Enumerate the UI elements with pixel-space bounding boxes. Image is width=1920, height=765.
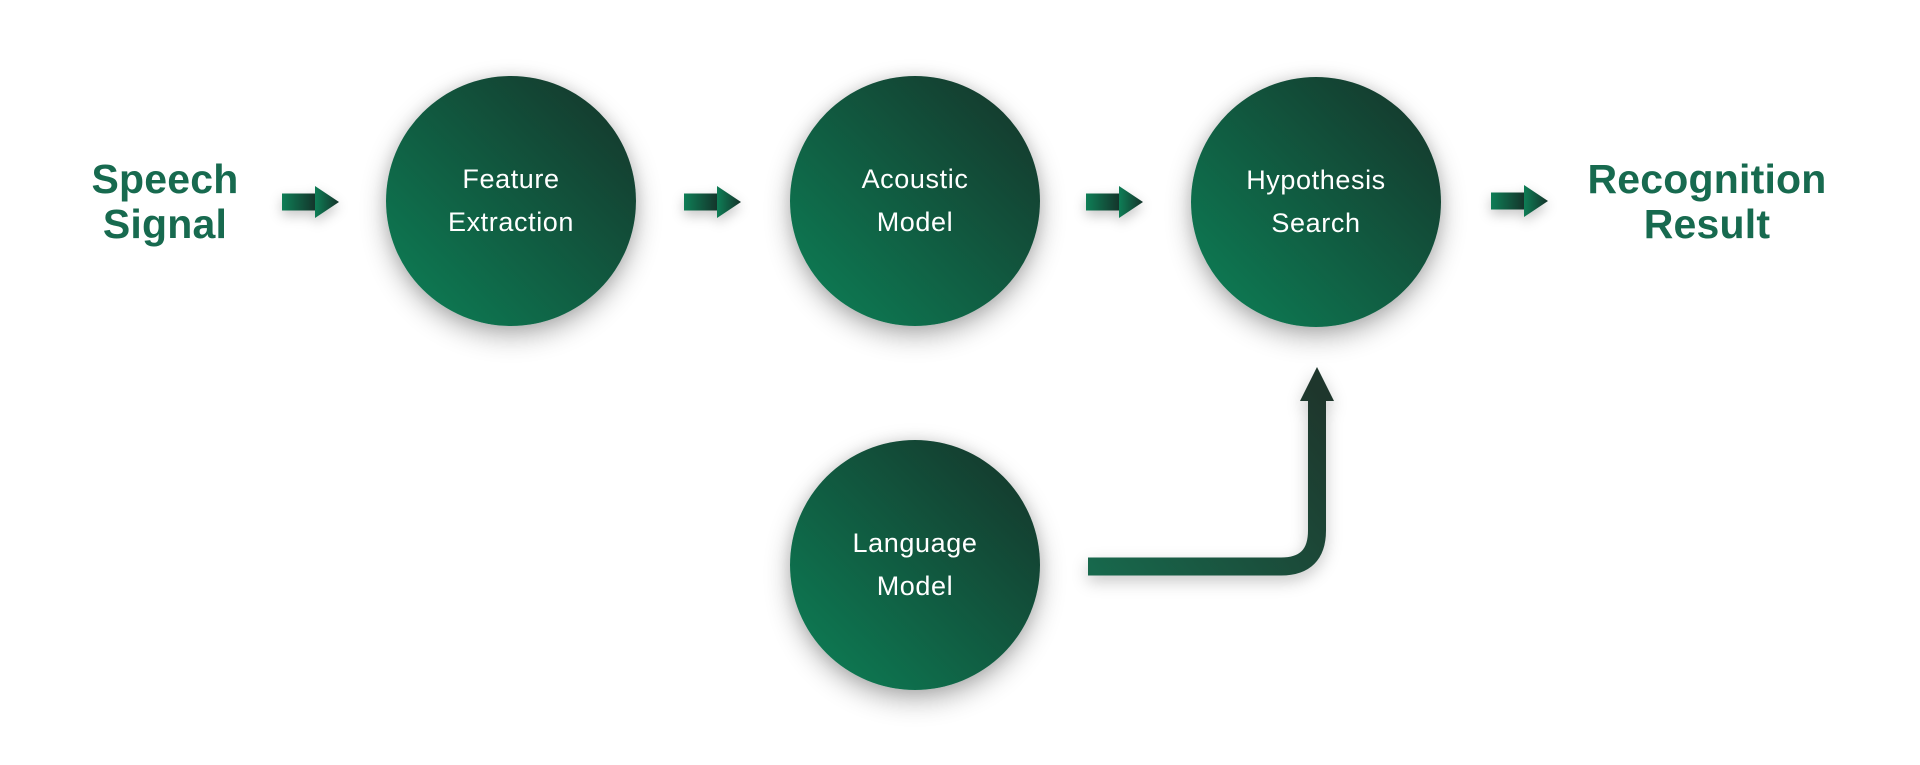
elbow-up-arrow-icon	[1088, 367, 1334, 576]
node-feature-extraction: Feature Extraction	[386, 76, 636, 326]
node-language-model: Language Model	[790, 440, 1040, 690]
arrow-right-icon	[1086, 186, 1143, 218]
node-label: Hypothesis Search	[1246, 164, 1386, 238]
node-acoustic-model: Acoustic Model	[790, 76, 1040, 326]
node-label: Language Model	[852, 527, 978, 601]
node-hypothesis-search: Hypothesis Search	[1191, 77, 1441, 327]
output-label-recognition-result: Recognition Result	[1587, 155, 1827, 247]
input-label-speech-signal: Speech Signal	[91, 155, 239, 247]
arrow-right-icon	[282, 186, 339, 218]
node-label: Acoustic Model	[861, 163, 969, 237]
arrow-right-icon	[1491, 185, 1548, 217]
arrow-right-icon	[684, 186, 741, 218]
node-label: Feature Extraction	[447, 163, 575, 237]
